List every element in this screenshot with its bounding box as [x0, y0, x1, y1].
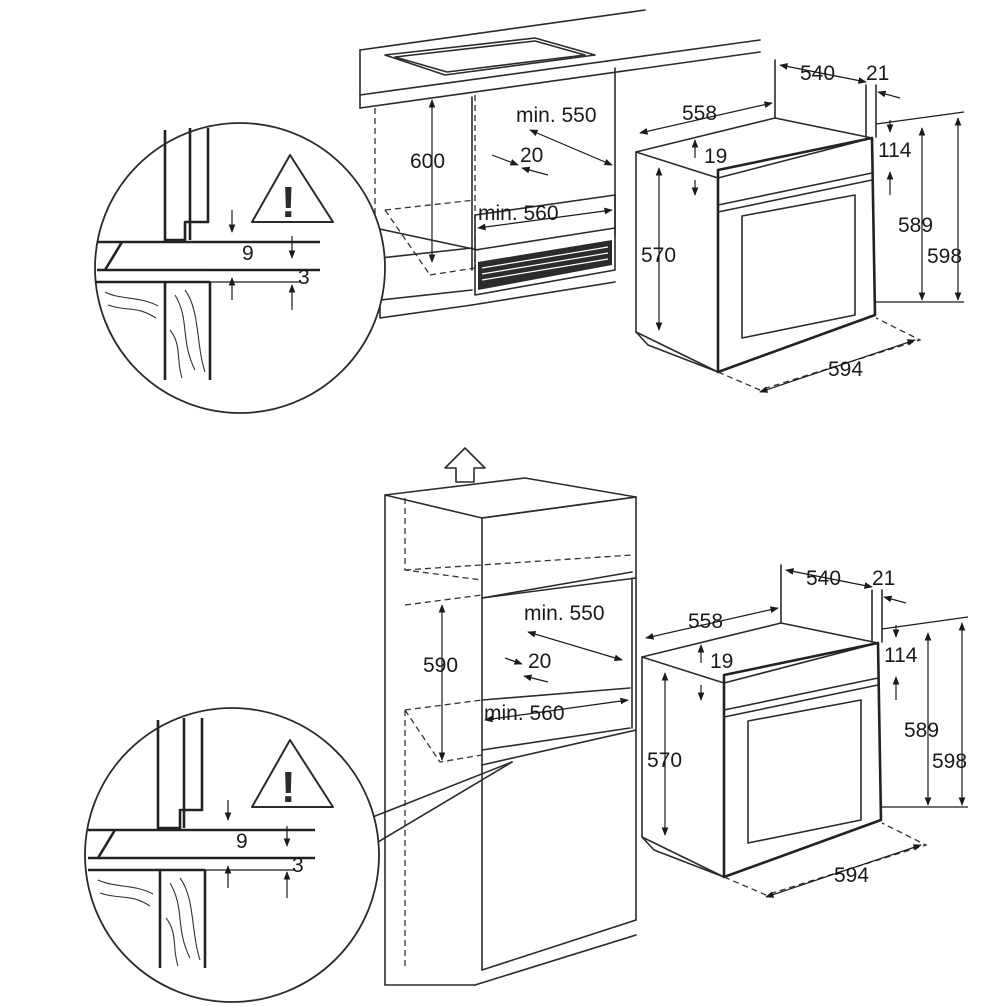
rear-gap-label: 20 — [520, 144, 543, 167]
oven-body-width-label: 558 — [682, 102, 717, 125]
oven-unit: 540 21 558 19 114 570 589 598 594 — [635, 59, 965, 393]
niche-width-label: min. 560 — [478, 202, 559, 225]
oven-panel-offset-label: 114 — [878, 139, 912, 162]
oven-body-height-label: 570 — [641, 244, 676, 267]
oven-top-offset-label-2: 19 — [710, 650, 733, 673]
oven-total-width-label: 594 — [828, 358, 863, 381]
warning-triangle-icon — [251, 739, 334, 808]
niche-height-label-2: 590 — [423, 654, 458, 677]
oven-front-thickness-label-2: 21 — [872, 567, 895, 590]
oven-front-height-label: 589 — [898, 214, 933, 237]
oven-depth-label-2: 540 — [806, 567, 841, 590]
niche-depth-label-2: min. 550 — [524, 602, 605, 625]
tall-cabinet — [384, 477, 637, 986]
oven-unit-2: 540 21 558 19 114 570 589 598 594 — [641, 564, 969, 898]
niche-depth-label: min. 550 — [516, 104, 597, 127]
oven-top-offset-label: 19 — [704, 145, 727, 168]
oven-panel-offset-label-2: 114 — [884, 644, 918, 667]
oven-body-height-label-2: 570 — [647, 749, 682, 772]
warning-mark: ! — [281, 178, 296, 227]
detail-circle: 9 3 ! — [94, 122, 479, 414]
rear-gap-label-2: 20 — [528, 650, 551, 673]
detail-offset-label-2: 3 — [292, 854, 304, 877]
niche-width-label-2: min. 560 — [484, 702, 565, 725]
niche-height-label: 600 — [410, 150, 445, 173]
oven-total-width-label-2: 594 — [834, 864, 869, 887]
oven-depth-label: 540 — [800, 62, 835, 85]
warning-mark-2: ! — [281, 763, 296, 812]
oven-front-height-label-2: 589 — [904, 719, 939, 742]
oven-front-thickness-label: 21 — [866, 62, 889, 85]
oven-body-width-label-2: 558 — [688, 610, 723, 633]
hob — [384, 37, 596, 76]
panel-under-counter: 600 min. 550 20 min. 560 9 3 ! — [94, 9, 965, 414]
oven-total-height-label-2: 598 — [932, 750, 967, 773]
detail-offset-label: 3 — [298, 266, 310, 289]
warning-triangle-icon — [251, 154, 334, 223]
ventilation-arrow-icon — [444, 447, 486, 483]
detail-gap-label: 9 — [242, 242, 254, 265]
ventilation-grille — [478, 240, 612, 290]
countertop — [359, 9, 761, 109]
detail-gap-label-2: 9 — [236, 830, 248, 853]
detail-circle-2: 9 3 ! — [84, 707, 513, 1003]
oven-total-height-label: 598 — [927, 245, 962, 268]
panel-tall-unit: 590 min. 550 20 min. 560 9 3 — [84, 447, 969, 1003]
